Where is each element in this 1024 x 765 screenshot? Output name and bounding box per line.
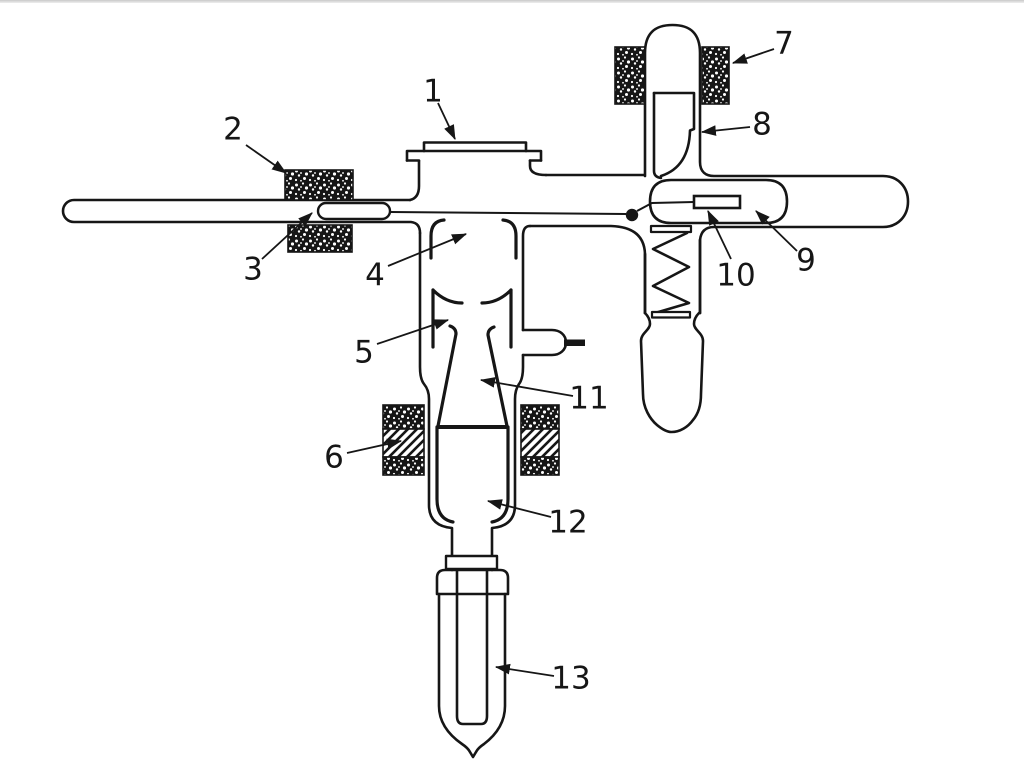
capsule-3 bbox=[316, 201, 392, 221]
callout-label-2: 2 bbox=[223, 111, 243, 148]
spring-top-plate bbox=[649, 224, 693, 234]
block-6-right bbox=[520, 404, 560, 476]
joint-collar bbox=[444, 554, 499, 571]
inner-tapered-tube bbox=[435, 324, 510, 524]
electrode-capsule-9 bbox=[389, 178, 789, 225]
right-tube-and-dome bbox=[643, 23, 910, 315]
callout-leaders bbox=[245, 48, 798, 677]
callout-label-10: 10 bbox=[716, 257, 756, 294]
wire bbox=[389, 211, 627, 215]
center-column bbox=[418, 224, 568, 572]
inner-mouth-hooks bbox=[429, 218, 518, 260]
block-6-left bbox=[382, 404, 425, 476]
callout-label-9: 9 bbox=[796, 242, 816, 279]
inner-tube-8 bbox=[652, 91, 696, 180]
callout-label-4: 4 bbox=[365, 257, 385, 294]
callout-label-8: 8 bbox=[752, 106, 772, 143]
callout-label-1: 1 bbox=[423, 73, 443, 110]
top-cap bbox=[405, 141, 548, 177]
main-horizontal-tube bbox=[61, 159, 422, 235]
callout-label-11: 11 bbox=[569, 380, 609, 417]
electrode-pin bbox=[564, 339, 585, 346]
bottom-tube-assembly bbox=[435, 568, 510, 759]
spring-bottom-plate bbox=[650, 310, 692, 319]
callout-label-5: 5 bbox=[354, 334, 374, 371]
callout-label-6: 6 bbox=[324, 439, 344, 476]
connecting-passage bbox=[528, 173, 647, 315]
stipple-block-2-lower bbox=[287, 224, 353, 253]
contact-strip-10 bbox=[692, 194, 742, 210]
callout-label-13: 13 bbox=[551, 660, 591, 697]
viewer-top-edge bbox=[0, 0, 1024, 3]
stipple-block-2-upper bbox=[284, 169, 354, 201]
spring-ampoule bbox=[639, 231, 705, 434]
inner-funnel bbox=[431, 288, 513, 349]
callout-label-12: 12 bbox=[548, 504, 588, 541]
callout-label-7: 7 bbox=[774, 25, 794, 62]
stipple-block-7-right bbox=[701, 46, 730, 105]
stipple-block-7-left bbox=[614, 46, 646, 105]
junction-dot bbox=[625, 208, 639, 222]
callout-label-3: 3 bbox=[243, 251, 263, 288]
